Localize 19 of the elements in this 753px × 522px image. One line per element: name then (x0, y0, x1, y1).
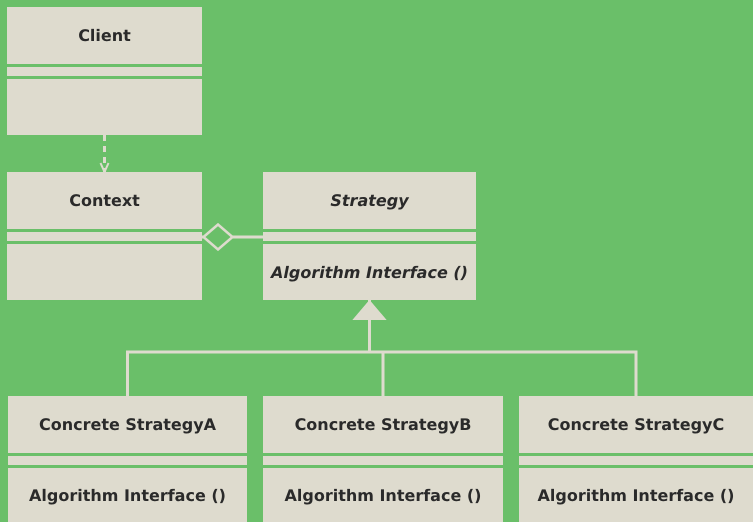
class-box (7, 7, 202, 135)
dependency-arrow (100, 135, 110, 173)
class-name: Concrete StrategyC (548, 415, 724, 434)
inheritance-arrow (352, 300, 638, 396)
method-name: Algorithm Interface () (284, 486, 482, 504)
class-name: Client (78, 26, 131, 45)
aggregation-connector (202, 223, 263, 251)
class-box (8, 396, 247, 522)
class-box (263, 172, 476, 300)
class-box (263, 396, 503, 522)
class-box (7, 172, 202, 300)
class-name: Context (69, 191, 140, 210)
class-box (519, 396, 753, 522)
class-name: Concrete StrategyB (294, 415, 472, 434)
method-name: Algorithm Interface () (271, 262, 468, 282)
method-name: Algorithm Interface () (29, 486, 226, 504)
class-name: Strategy (330, 191, 409, 210)
method-name: Algorithm Interface () (538, 486, 734, 504)
class-name: Concrete StrategyA (38, 415, 216, 434)
